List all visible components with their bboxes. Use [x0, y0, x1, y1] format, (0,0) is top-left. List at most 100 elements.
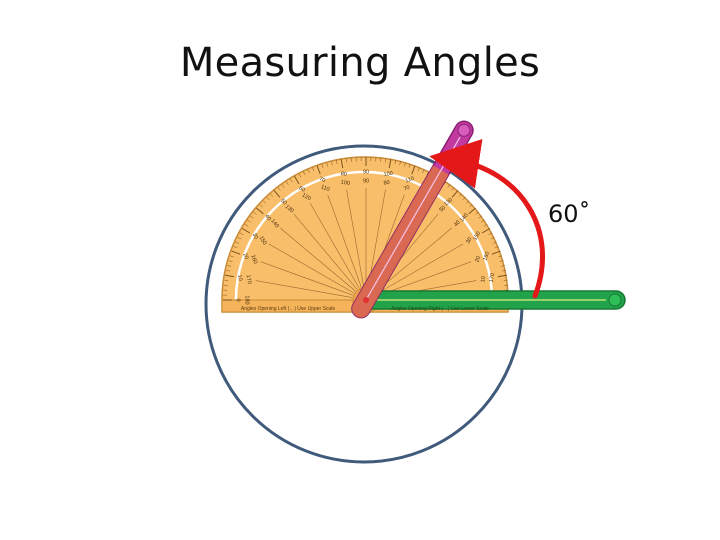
fixed-arm-end-cap	[608, 293, 622, 307]
fixed-arm: Angles Opening Right (→) Use Lower Scale	[365, 290, 626, 312]
protractor-tick	[503, 279, 508, 281]
outer-scale-label: 30	[251, 232, 259, 240]
protractor-tick	[321, 163, 324, 168]
inner-scale-label: 40	[453, 220, 462, 229]
protractor-tick	[488, 232, 493, 235]
inner-scale-label: 80	[383, 180, 390, 187]
outer-scale-label: 160	[482, 251, 491, 262]
protractor-tick	[285, 181, 289, 185]
protractor-tick	[277, 187, 281, 191]
protractor-tick	[500, 265, 505, 267]
outer-scale-label: 140	[459, 213, 470, 224]
outer-scale-label: 100	[383, 171, 393, 179]
protractor-tick	[256, 207, 264, 215]
protractor-tick	[340, 159, 344, 169]
outer-scale-label: 90	[363, 169, 369, 175]
protractor-tick	[411, 165, 416, 175]
inner-scale-label: 70	[403, 185, 411, 193]
protractor-spoke	[268, 243, 355, 294]
protractor-spoke	[379, 261, 472, 296]
protractor-tick	[501, 270, 506, 272]
protractor-tick	[316, 165, 321, 175]
protractor-tick	[262, 200, 267, 204]
protractor-tick	[231, 250, 241, 255]
outer-scale-label: 170	[489, 273, 497, 283]
protractor-tick	[266, 196, 270, 201]
protractor-tick	[331, 161, 333, 166]
protractor-tick	[326, 162, 328, 167]
protractor-tick	[388, 159, 392, 169]
protractor-tick	[462, 196, 466, 201]
protractor-tick	[451, 190, 459, 198]
inner-scale-label: 180	[244, 295, 250, 304]
protractor-tick	[404, 162, 406, 167]
protractor-spoke	[368, 189, 386, 287]
inner-scale-label: 10	[480, 276, 487, 283]
outer-scale-label: 40	[263, 214, 272, 223]
protractor-tick	[481, 228, 491, 234]
protractor-tick	[483, 224, 488, 227]
protractor-tick	[226, 270, 231, 272]
outer-scale-label: 80	[340, 171, 347, 178]
protractor-spoke	[255, 280, 353, 298]
outer-scale-label: 20	[241, 252, 249, 260]
protractor-tick	[468, 207, 476, 215]
angle-label: 60˚	[548, 200, 591, 228]
protractor-spoke	[377, 243, 464, 294]
protractor-tick	[244, 224, 249, 227]
inner-scale-label: 150	[258, 235, 268, 246]
protractor-tick	[224, 279, 229, 281]
protractor-tick	[298, 173, 301, 178]
protractor-tick	[247, 219, 251, 223]
inner-scale-label: 120	[301, 192, 312, 202]
inner-scale-label: 90	[363, 178, 369, 184]
protractor-tick	[499, 260, 504, 262]
protractor-tick	[422, 169, 425, 174]
protractor-spoke	[346, 189, 364, 287]
protractor-tick	[281, 184, 285, 188]
protractor-tick	[385, 158, 387, 163]
protractor-tick	[492, 241, 497, 244]
protractor-tick	[497, 274, 507, 278]
outer-scale-label: 130	[443, 197, 454, 208]
protractor-tick	[469, 204, 473, 208]
inner-scale-label: 50	[439, 205, 448, 214]
protractor-tick	[336, 160, 338, 165]
protractor-tick	[312, 167, 315, 172]
protractor-tick	[239, 232, 244, 235]
right-scale-caption: Angles Opening Right (→) Use Lower Scale	[391, 306, 489, 312]
left-scale-caption: Angles Opening Left (←) Use Upper Scale	[241, 306, 335, 312]
protractor-outer-scale: 0102030405060708090100110120130140150160…	[235, 169, 498, 304]
protractor-tick	[490, 237, 495, 240]
protractor-tick	[273, 190, 281, 198]
protractor-tick	[475, 211, 479, 215]
outer-scale-label: 50	[279, 198, 288, 207]
protractor-spoke	[260, 261, 353, 296]
protractor-tick	[408, 163, 411, 168]
protractor-tick	[394, 160, 396, 165]
protractor-tick	[235, 241, 240, 244]
protractor-tick	[417, 167, 420, 172]
slide-title: Measuring Angles	[179, 40, 541, 86]
outer-scale-label: 70	[318, 176, 326, 184]
protractor-spoke	[327, 194, 362, 287]
protractor-tick	[307, 169, 310, 174]
protractor-tick	[481, 219, 485, 223]
protractor-tick	[491, 250, 501, 255]
outer-scale-label: 60	[298, 185, 306, 193]
protractor-tick	[237, 237, 242, 240]
inner-scale-label: 130	[284, 204, 295, 215]
protractor-tick	[399, 161, 401, 166]
outer-scale-label: 150	[472, 231, 482, 242]
protractor-tick	[228, 260, 233, 262]
protractor-spoke	[293, 214, 358, 290]
protractor-inner-band	[234, 170, 494, 301]
protractor-tick	[270, 193, 274, 197]
protractor-tick	[294, 175, 300, 185]
protractor-tick	[225, 274, 235, 278]
inner-scale-label: 30	[465, 237, 473, 245]
protractor-tick	[303, 171, 306, 176]
protractor-tick	[229, 255, 234, 258]
protractor-tick	[345, 158, 347, 163]
protractor-tick	[290, 178, 293, 183]
